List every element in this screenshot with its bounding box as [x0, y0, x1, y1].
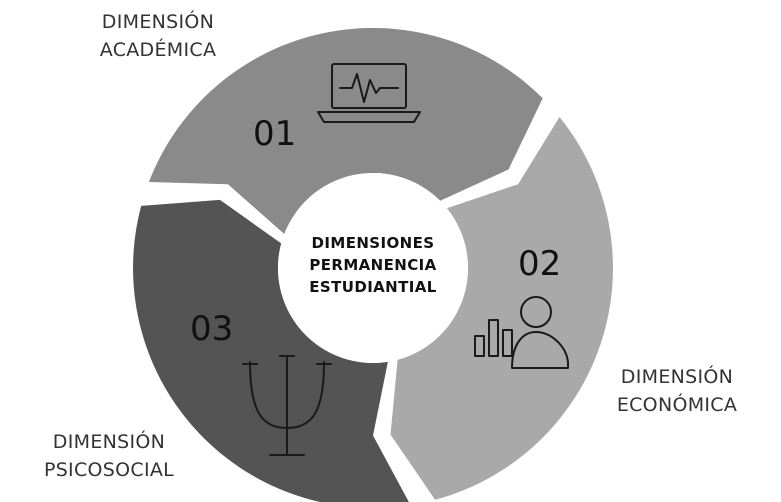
- center-title-line3: ESTUDIANTIAL: [309, 278, 436, 296]
- person-chart-icon: [474, 296, 569, 369]
- segment-psicosocial: [133, 199, 409, 502]
- label-academica-line1: DIMENSIÓN: [102, 9, 214, 33]
- center-title-line1: DIMENSIONES: [312, 234, 435, 252]
- segment-number-01: 01: [253, 114, 296, 154]
- segment-economica: [390, 117, 613, 500]
- segment-number-03: 03: [190, 309, 233, 349]
- laptop-pulse-icon: [317, 63, 421, 123]
- segment-academica: [148, 27, 543, 235]
- center-title-line2: PERMANENCIA: [309, 256, 436, 274]
- label-economica-line1: DIMENSIÓN: [621, 364, 733, 388]
- label-psicosocial-line2: PSICOSOCIAL: [44, 459, 174, 481]
- label-academica-line2: ACADÉMICA: [100, 38, 217, 61]
- label-psicosocial-line1: DIMENSIÓN: [53, 429, 165, 453]
- label-economica-line2: ECONÓMICA: [617, 392, 737, 416]
- center-circle: [278, 173, 468, 363]
- segment-number-02: 02: [518, 244, 561, 284]
- psi-icon: [242, 355, 332, 456]
